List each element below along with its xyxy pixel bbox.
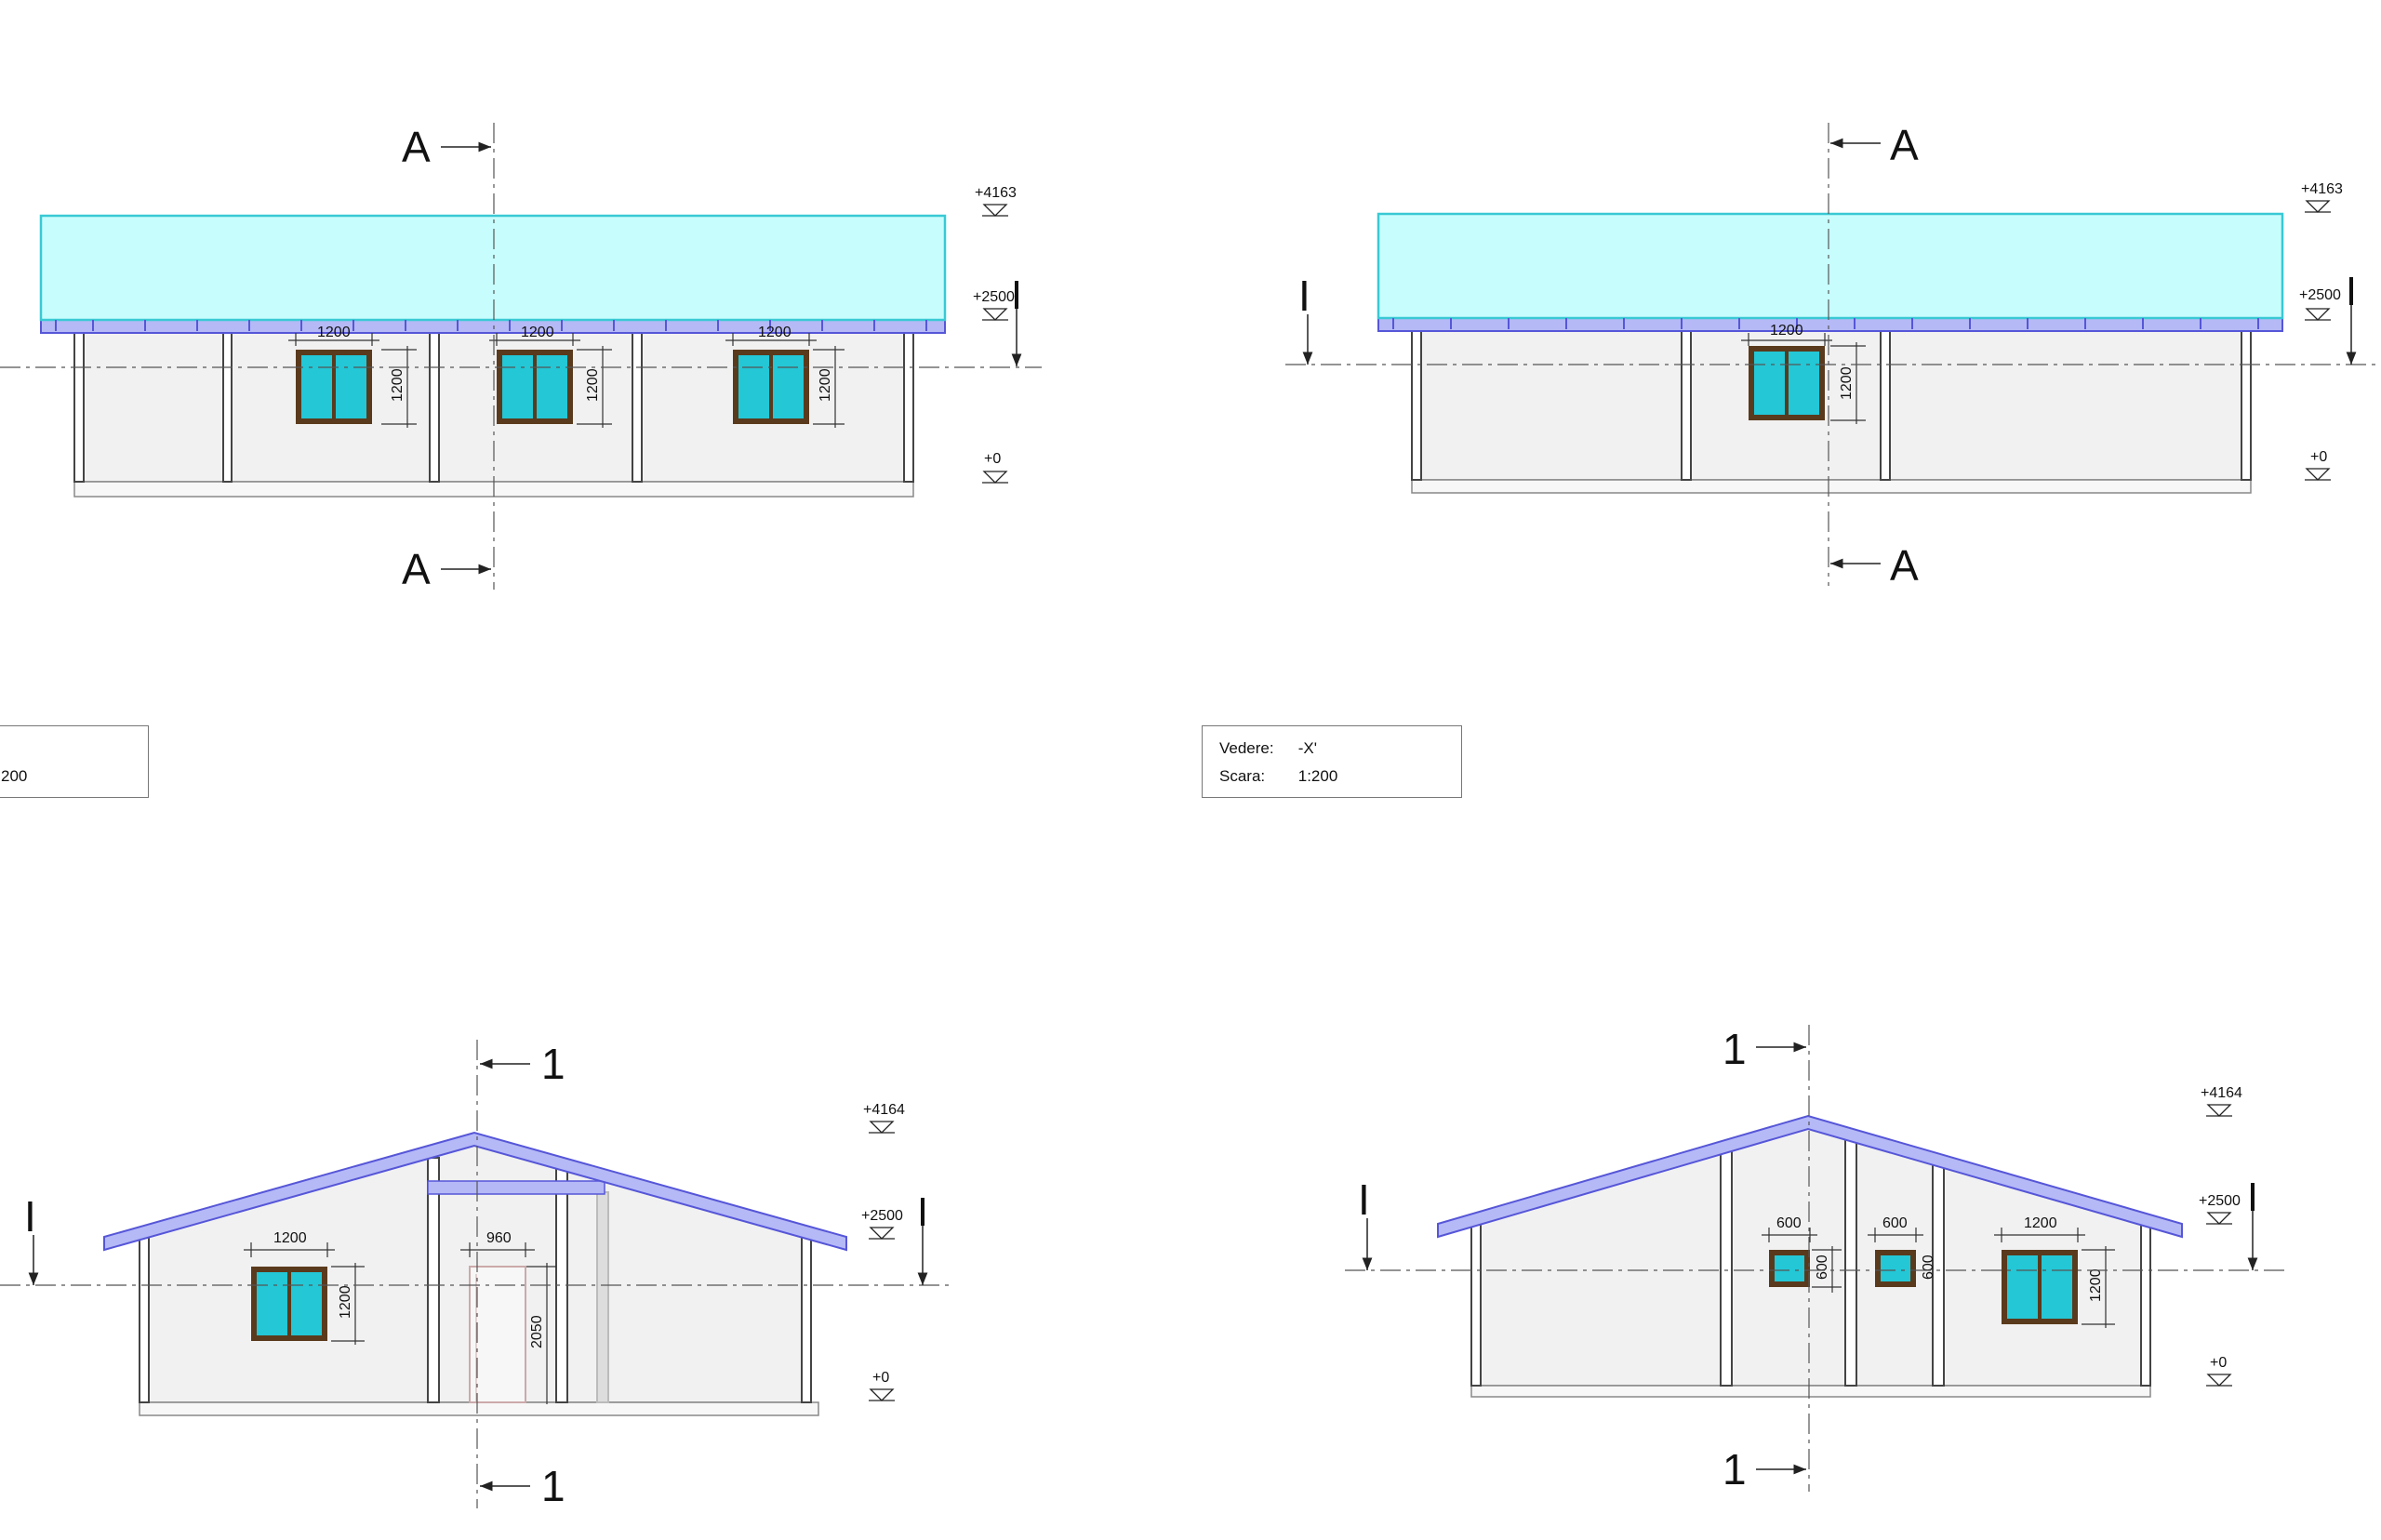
elevation-top-label: +4163 — [975, 185, 1017, 201]
small-window-width-dim: 600 — [1776, 1215, 1802, 1231]
elevation-marker-icons — [982, 204, 1008, 484]
elevation-mid-label: +2500 — [2199, 1193, 2241, 1209]
scale-value-partial: 200 — [1, 767, 28, 785]
elevation-base-label: +0 — [2310, 449, 2327, 465]
wall-posts — [1470, 1132, 2151, 1387]
window-height-dim: 1200 — [2088, 1268, 2104, 1302]
scale-value: 1:200 — [1297, 767, 1338, 785]
window — [251, 1267, 327, 1341]
scale-label: Scara: — [1219, 767, 1266, 785]
window-small — [1875, 1250, 1916, 1287]
window — [733, 350, 809, 424]
window — [497, 350, 573, 424]
dimension-lines — [1762, 1228, 2115, 1328]
level-mark-bar — [2349, 277, 2353, 305]
scale-row: Scara: 1:200 — [1219, 767, 1337, 786]
roof-eave-band — [40, 319, 946, 334]
view-info-box-left: 200 — [0, 725, 149, 798]
small-window-width-dim: 600 — [1882, 1215, 1908, 1231]
section-label: A — [1890, 541, 1919, 590]
small-window-height-dim: 600 — [1921, 1255, 1936, 1280]
window — [296, 350, 372, 424]
foundation-plinth — [139, 1401, 819, 1416]
roof-edge — [1437, 1114, 2183, 1239]
view-value: -X' — [1297, 739, 1317, 757]
elevation-top-label: +4164 — [863, 1102, 905, 1118]
window-width-dim: 1200 — [1770, 323, 1803, 339]
foundation-plinth — [1411, 479, 2252, 494]
elevation-mid-label: +2500 — [2299, 287, 2341, 303]
wall-body — [1411, 323, 2252, 481]
elevation-base-label: +0 — [872, 1370, 889, 1386]
elevation-top-left: 1200 1200 1200 1200 1200 1200 A A +4163 … — [0, 123, 1042, 593]
level-mark-bar — [2251, 1183, 2255, 1211]
section-label: 1 — [541, 1040, 565, 1088]
wall-posts — [139, 1157, 812, 1403]
door-width-dim: 960 — [486, 1230, 512, 1246]
window — [2002, 1250, 2078, 1324]
rafter-ticks — [1392, 318, 2259, 329]
window-small — [1769, 1250, 1810, 1287]
elevation-top-right: 1200 1200 A A I +4163 +2500 +0 — [1285, 121, 2381, 590]
view-label: Vedere: — [1219, 739, 1274, 757]
level-mark-label: I — [1298, 272, 1310, 320]
window-height-dim: 1200 — [818, 368, 833, 402]
small-window-height-dim: 600 — [1815, 1255, 1830, 1280]
dimension-lines — [244, 1242, 556, 1404]
door — [469, 1266, 526, 1403]
elevation-marker-icons — [869, 1121, 895, 1401]
section-label: A — [1890, 121, 1919, 169]
elevation-marker-icons — [2305, 200, 2331, 481]
window-height-dim: 1200 — [585, 368, 601, 402]
window-height-dim: 1200 — [390, 368, 406, 402]
foundation-plinth — [1470, 1385, 2151, 1398]
roof-panel — [1377, 212, 2284, 320]
elevation-mid-label: +2500 — [861, 1208, 903, 1224]
section-label: A — [402, 123, 431, 171]
level-mark-label: I — [24, 1192, 36, 1241]
ridge-beam — [427, 1180, 605, 1195]
elevation-marker-icons — [2206, 1104, 2232, 1387]
elevation-bottom-left: 1200 1200 960 2050 1 1 I +4164 +2500 +0 — [0, 1040, 949, 1510]
window-width-dim: 1200 — [758, 325, 791, 340]
roof-eave-band — [1377, 317, 2283, 332]
section-label: 1 — [541, 1462, 565, 1510]
section-label: 1 — [1723, 1445, 1747, 1494]
view-info-box-right: Vedere: -X' Scara: 1:200 — [1202, 725, 1462, 798]
roof-panel — [39, 214, 947, 322]
view-row: Vedere: -X' — [1219, 739, 1317, 758]
elevation-bottom-right: 600 600 600 600 1200 1200 1 1 I +4164 +2… — [1345, 1025, 2284, 1494]
section-label: 1 — [1723, 1025, 1747, 1073]
window — [1749, 346, 1825, 420]
elevation-top-label: +4163 — [2301, 181, 2343, 197]
elevation-base-label: +0 — [984, 451, 1001, 467]
window-width-dim: 1200 — [521, 325, 554, 340]
rafter-ticks — [55, 320, 927, 331]
dimension-lines — [1741, 333, 1866, 424]
dimension-lines — [288, 333, 845, 428]
window-width-dim: 1200 — [2024, 1215, 2057, 1231]
window-width-dim: 1200 — [273, 1230, 307, 1246]
window-width-dim: 1200 — [317, 325, 351, 340]
window-height-dim: 1200 — [338, 1285, 353, 1319]
level-mark-bar — [1015, 281, 1018, 309]
elevation-top-label: +4164 — [2201, 1085, 2242, 1101]
section-label: A — [402, 545, 431, 593]
level-mark-label: I — [1358, 1175, 1370, 1224]
roof-edge — [103, 1131, 847, 1252]
level-mark-bar — [921, 1198, 924, 1226]
door-height-dim: 2050 — [529, 1315, 545, 1348]
elevation-base-label: +0 — [2210, 1355, 2227, 1371]
window-height-dim: 1200 — [1839, 366, 1855, 400]
elevation-mid-label: +2500 — [973, 289, 1015, 305]
